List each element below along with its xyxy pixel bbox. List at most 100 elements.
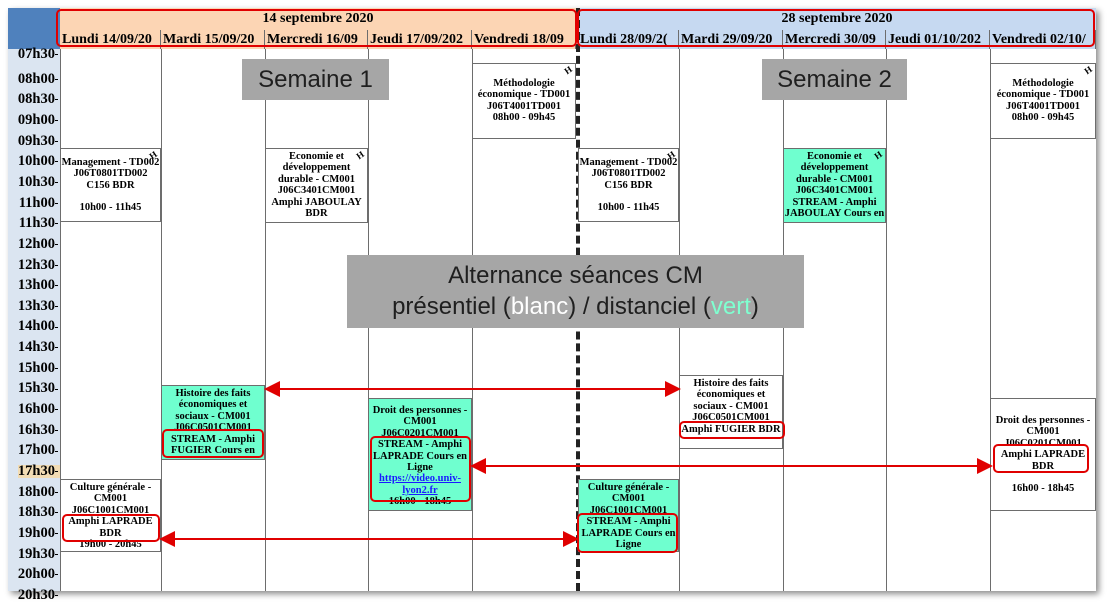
time-text: 11h00 [18, 194, 55, 211]
tick-mark [55, 347, 58, 349]
day-header-mon-2[interactable]: Lundi 28/09/2( [578, 30, 679, 49]
event-methodologie-week1[interactable]: H Méthodologie économique - TD001 J06T40… [472, 63, 576, 139]
event-management-week1[interactable]: H Management - TD002 J06T0801TD002 C156 … [60, 148, 161, 222]
video-link[interactable]: https://video.univ- [379, 473, 461, 485]
event-line: C156 BDR [86, 179, 135, 191]
event-line: 10h00 - 11h45 [597, 202, 660, 214]
event-culture-week2[interactable]: Culture générale - CM001 J06C1001CM001 S… [578, 479, 679, 552]
time-label: 17h30 [17, 464, 60, 478]
tick-mark [55, 471, 58, 473]
time-text: 15h30 [17, 380, 55, 397]
week2-banner: Semaine 2 [762, 59, 907, 100]
day-header-fri-2[interactable]: Vendredi 02/10/ [990, 30, 1096, 49]
legend-text: ) [750, 293, 759, 320]
tick-mark [55, 223, 58, 225]
column-divider [886, 49, 887, 591]
event-line: J06T0801TD002 [73, 168, 148, 180]
event-management-week2[interactable]: H Management - TD002 J06T0801TD002 C156 … [578, 148, 679, 222]
time-label: 11h30 [18, 215, 58, 232]
event-line: Histoire des faits [175, 388, 251, 399]
tick-mark [55, 264, 58, 266]
event-line: Histoire des faits [693, 378, 769, 389]
day-header-tue-1[interactable]: Mardi 15/09/20 [161, 30, 265, 49]
time-text: 08h00 [17, 70, 55, 87]
event-line: économiques et [178, 399, 248, 411]
time-text: 11h30 [18, 215, 55, 232]
event-line: J06C0201CM001 [381, 427, 459, 439]
legend-green: vert [710, 293, 751, 320]
tick-mark [55, 491, 58, 493]
event-line: sociaux - CM001 [175, 410, 251, 422]
tick-mark [55, 305, 58, 307]
event-droit-week1[interactable]: Droit des personnes - CM001 J06C0201CM00… [368, 398, 472, 511]
event-droit-week2[interactable]: Droit des personnes - CM001 J06C0201CM00… [990, 398, 1096, 511]
tick-mark [55, 161, 58, 163]
time-label: 19h00 [18, 526, 58, 540]
event-line: 08h00 - 09h45 [1011, 112, 1075, 124]
tick-mark [55, 99, 58, 101]
day-header-fri-1[interactable]: Vendredi 18/09 [472, 30, 576, 49]
time-label: 14h00 [17, 318, 58, 335]
event-line: CM001 [93, 493, 128, 505]
event-line: CM001 [1026, 426, 1060, 438]
time-label: 15h30 [17, 380, 58, 397]
event-line: J06C3401CM001 [795, 185, 874, 197]
alternance-line-1: Alternance séances CM [448, 262, 703, 289]
event-economie-week1[interactable]: H Economie et développement durable - CM… [265, 148, 368, 223]
column-divider [265, 49, 266, 591]
event-line: C156 BDR [604, 179, 653, 191]
time-text: 14h00 [17, 318, 55, 335]
annotation-arrows [159, 381, 993, 547]
event-line: Ligne [615, 539, 642, 551]
highlight-hist2-location [679, 421, 785, 439]
event-line: BDR [305, 208, 328, 220]
event-line: Méthodologie [493, 78, 555, 89]
video-link[interactable]: lyon2.fr [402, 484, 438, 496]
event-line: J06T4001TD001 [486, 100, 562, 112]
time-text: 07h30 [17, 46, 55, 62]
time-text: 13h00 [17, 277, 55, 294]
event-line: Ligne [407, 462, 433, 474]
tick-mark [55, 202, 58, 204]
time-label: 10h00 [18, 154, 58, 169]
time-label: 13h30 [18, 299, 58, 313]
time-text: 19h30 [17, 545, 55, 562]
day-header-wed-2[interactable]: Mercredi 30/09 [783, 30, 886, 49]
event-line: STREAM - Amphi [792, 196, 877, 208]
tick-mark [55, 388, 58, 390]
time-text: 12h30 [17, 256, 55, 273]
event-economie-week2[interactable]: H Economie et développement durable - CM… [783, 148, 886, 223]
event-histoire-week1[interactable]: Histoire des faits économiques et sociau… [161, 385, 265, 460]
time-label: 12h30 [17, 256, 58, 273]
time-text: 17h00 [17, 442, 55, 459]
event-line: économique - TD001 [996, 89, 1090, 101]
event-line: JABOULAY Cours en [784, 208, 885, 220]
event-line: 19h00 - 20h45 [79, 539, 142, 551]
day-header-tue-2[interactable]: Mardi 29/09/20 [679, 30, 783, 49]
highlight-droit2-location [993, 444, 1089, 473]
event-line: Amphi JABOULAY [271, 196, 362, 208]
event-line: J06C3401CM001 [277, 185, 356, 197]
event-line: développement [282, 162, 351, 174]
event-line: CM001 [611, 493, 646, 505]
day-header-thu-2[interactable]: Jeudi 01/10/202 [886, 30, 990, 49]
event-methodologie-week2[interactable]: H Méthodologie économique - TD001 J06T40… [990, 63, 1096, 139]
day-header-thu-1[interactable]: Jeudi 17/09/202 [368, 30, 472, 49]
time-label: 08h00 [17, 70, 58, 87]
event-line: J06C0201CM001 [1004, 437, 1082, 449]
legend-text: présentiel ( [392, 293, 511, 320]
event-line: Culture générale - [69, 482, 152, 493]
alternance-line-2: présentiel (blanc) / distanciel (vert) [347, 291, 804, 322]
day-header-mon-1[interactable]: Lundi 14/09/20 [60, 30, 161, 49]
event-line: développement [800, 162, 869, 174]
time-label: 16h30 [18, 422, 58, 437]
event-line: J06C0501CM001 [174, 422, 252, 434]
column-divider [990, 49, 991, 591]
day-header-wed-1[interactable]: Mercredi 16/09 [265, 30, 368, 49]
event-line: économiques et [696, 389, 766, 401]
tick-mark [55, 285, 58, 287]
column-divider [60, 49, 61, 591]
time-label: 07h30 [17, 46, 58, 62]
event-histoire-week2[interactable]: Histoire des faits économiques et sociau… [679, 375, 783, 449]
